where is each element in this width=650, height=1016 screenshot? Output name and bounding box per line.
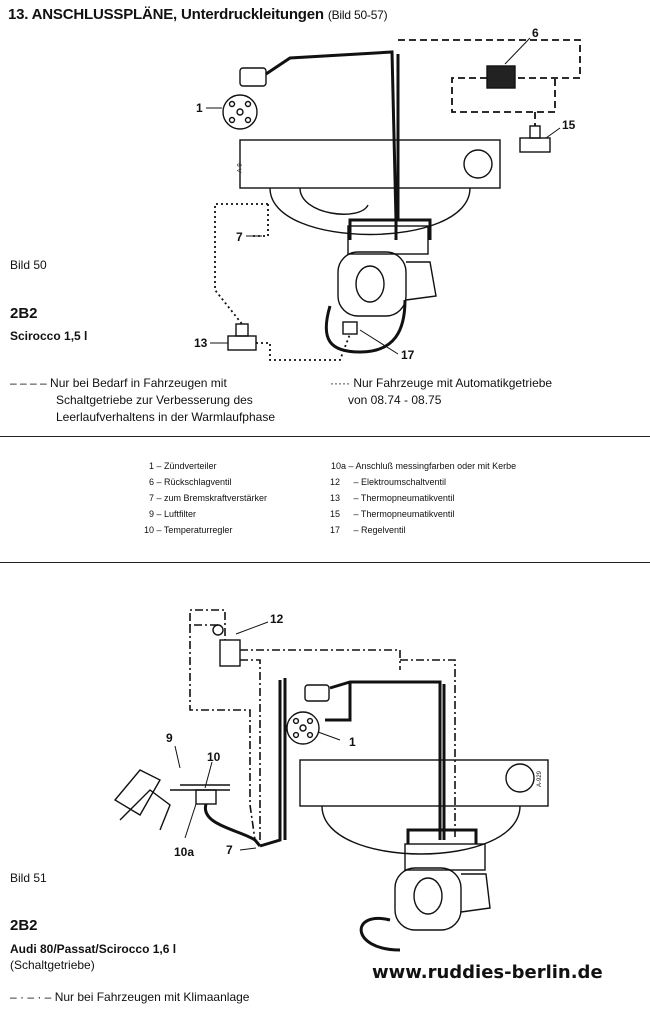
note-automatic-line-1: Nur Fahrzeuge mit Automatikgetriebe [353, 376, 553, 390]
regulator-valve-17 [342, 321, 358, 335]
diagram-bild-50 [206, 37, 581, 361]
note-aircon-text: Nur bei Fahrzeugen mit Klimaanlage [54, 990, 250, 1004]
thermo-valve-15 [519, 137, 551, 153]
temp-regulator-10 [195, 789, 217, 805]
carburetor-top [347, 225, 429, 255]
carburetor-body [394, 867, 462, 931]
callout-13: 13 [194, 336, 208, 350]
distributor-vacuum-unit [239, 67, 267, 87]
callout-17: 17 [401, 348, 415, 362]
callout-1: 1 [349, 735, 356, 749]
model-51-note: (Schaltgetriebe) [10, 958, 95, 972]
callout-10: 10 [207, 750, 221, 764]
dash-marker: – – – – [10, 376, 47, 390]
model-50: Scirocco 1,5 l [10, 329, 88, 343]
legend-right: 10a – Anschluß messingfarben oder mit Ke… [330, 458, 516, 538]
part-stamp: A-9 [237, 163, 244, 173]
legend-item: 13 – Thermopneumatikventil [330, 493, 455, 503]
divider-bottom [0, 562, 650, 563]
note-manual-line-2: Schaltgetriebe zur Verbesserung des [56, 393, 253, 407]
note-manual-line-1: Nur bei Bedarf in Fahrzeugen mit [50, 376, 227, 390]
title-subtitle: (Bild 50-57) [327, 8, 388, 22]
carburetor-top [404, 843, 486, 871]
title-main: 13. ANSCHLUSSPLÄNE, Unterdruckleitungen [8, 6, 324, 23]
callout-7: 7 [236, 230, 243, 244]
legend-item: 9 – Luftfilter [148, 509, 197, 519]
note-manual-line-3: Leerlaufverhaltens in der Warmlaufphase [56, 410, 276, 424]
manifold-port [463, 149, 493, 179]
distributor-cap [222, 94, 258, 130]
air-filter-9 [113, 769, 161, 816]
legend-item: 12 – Elektroumschaltventil [330, 477, 447, 487]
callout-9: 9 [166, 731, 173, 745]
callout-1: 1 [196, 101, 203, 115]
callout-7: 7 [226, 843, 233, 857]
distributor-cap [286, 711, 320, 745]
legend-item: 15 – Thermopneumatikventil [330, 509, 455, 519]
engine-code-51: 2B2 [10, 917, 38, 934]
note-automatic-line-2: von 08.74 - 08.75 [348, 393, 442, 407]
page-title: 13. ANSCHLUSSPLÄNE, Unterdruckleitungen … [8, 6, 388, 23]
callout-12: 12 [270, 612, 284, 626]
solenoid-valve-12 [219, 639, 241, 667]
bild-51-label: Bild 51 [10, 871, 47, 885]
manifold-lower-body [269, 187, 471, 236]
dash-dot-marker: – · – · – [10, 990, 52, 1004]
part-stamp: A-929 [537, 770, 544, 788]
legend-item: 17 – Regelventil [330, 525, 406, 535]
intake-manifold [239, 139, 501, 189]
carburetor-body [337, 251, 407, 317]
legend-item: 10a – Anschluß messingfarben oder mit Ke… [330, 461, 517, 471]
intake-manifold [299, 759, 549, 807]
manifold-lower-body [321, 805, 521, 855]
thermo-valve-13 [227, 335, 257, 351]
watermark: www.ruddies-berlin.de [372, 962, 603, 983]
engine-code-50: 2B2 [10, 305, 38, 322]
callout-6: 6 [532, 26, 539, 40]
note-aircon: – · – · – Nur bei Fahrzeugen mit Klimaan… [10, 989, 249, 1006]
note-automatic: ····· Nur Fahrzeuge mit Automatikgetrieb… [330, 375, 630, 409]
distributor-vacuum-unit [304, 684, 330, 702]
dot-marker: ····· [330, 376, 350, 390]
legend-item: 1 – Zündverteiler [148, 461, 217, 471]
note-manual: – – – – Nur bei Bedarf in Fahrzeugen mit… [10, 375, 300, 426]
callout-15: 15 [562, 118, 576, 132]
legend-item: 6 – Rückschlagventil [148, 477, 232, 487]
legend-item: 10 – Temperaturregler [143, 525, 233, 535]
diagram-bild-51 [113, 609, 549, 952]
legend-item: 7 – zum Bremskraftverstärker [148, 493, 268, 503]
legend-left: 1 – Zündverteiler 6 – Rückschlagventil 7… [142, 458, 267, 538]
check-valve-6 [486, 65, 516, 89]
model-51: Audi 80/Passat/Scirocco 1,6 l [10, 942, 177, 956]
callout-10a: 10a [174, 845, 195, 859]
bild-50-label: Bild 50 [10, 258, 47, 272]
divider-top [0, 436, 650, 437]
manifold-port [505, 763, 535, 793]
